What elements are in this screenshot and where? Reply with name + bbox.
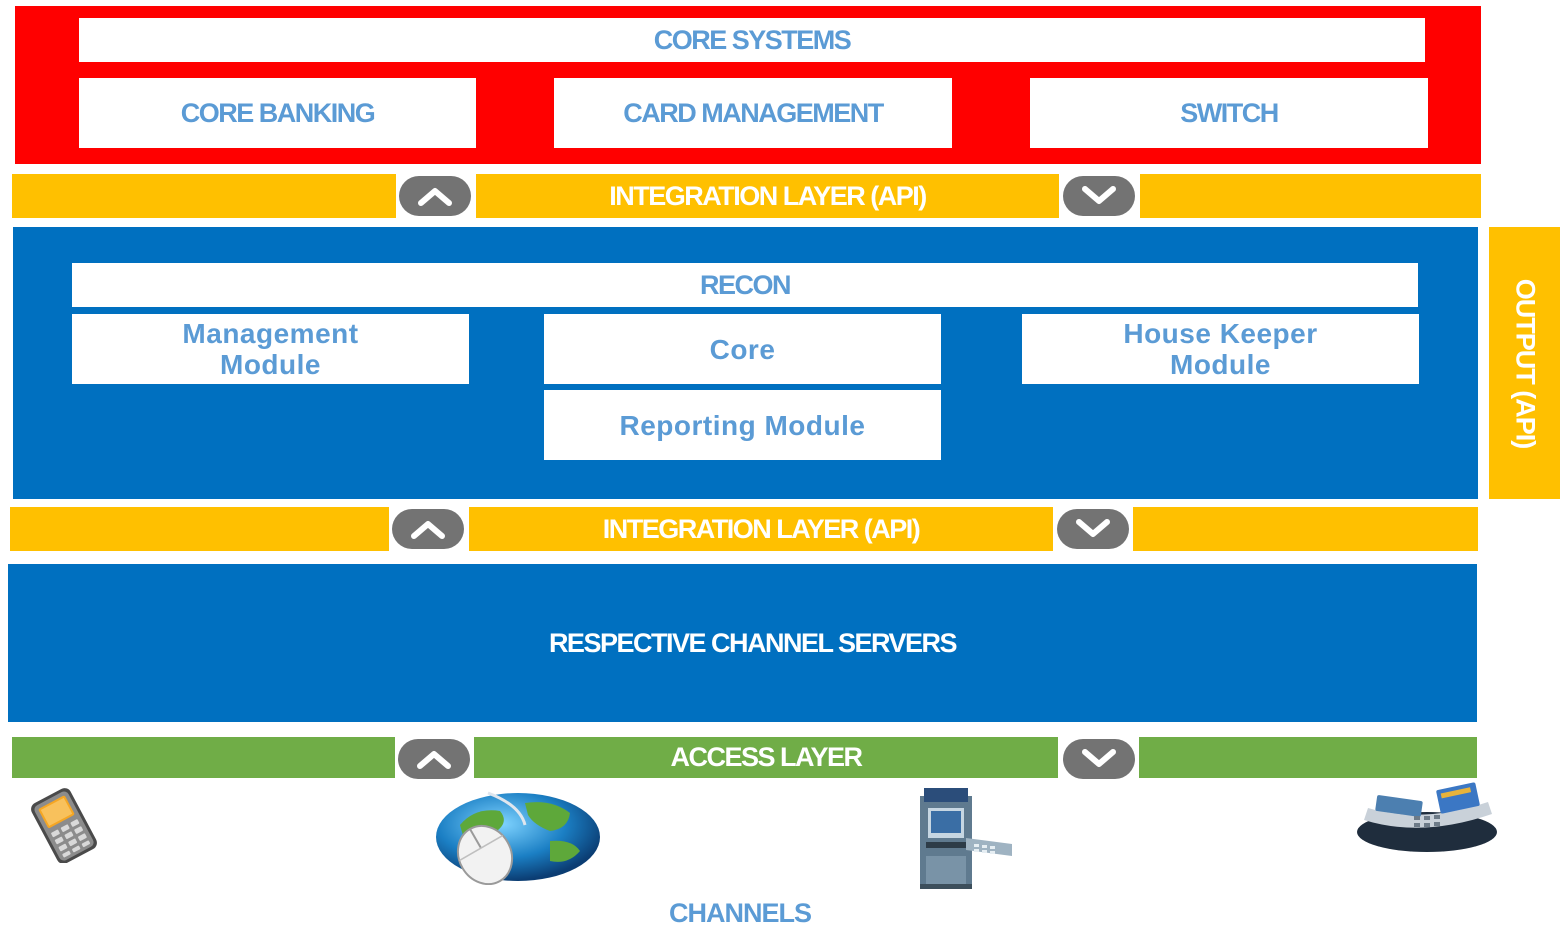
chevron-down-icon: [1063, 739, 1135, 779]
chevron-up-icon: [399, 176, 471, 216]
integration-bottom-left-bar: [10, 507, 389, 551]
core-module-box: Core: [544, 314, 941, 384]
chevron-up-icon: [392, 509, 464, 549]
integration-top-right-bar: [1140, 174, 1481, 218]
mobile-phone-icon: [14, 788, 114, 864]
access-right-bar: [1139, 737, 1477, 778]
internet-globe-mouse-icon: [430, 785, 605, 886]
chevron-down-icon: [1057, 509, 1129, 549]
card-management-label: CARD MANAGEMENT: [623, 97, 884, 128]
chevron-down-icon: [1063, 176, 1135, 216]
management-module-label: Management Module: [182, 318, 359, 380]
integration-top-left-bar: [12, 174, 396, 218]
core-systems-title: CORE SYSTEMS: [79, 18, 1425, 62]
channel-servers-panel: RESPECTIVE CHANNEL SERVERS: [8, 564, 1477, 722]
management-module-box: Management Module: [72, 314, 469, 384]
integration-bottom-right-bar: [1133, 507, 1478, 551]
house-keeper-module-box: House Keeper Module: [1022, 314, 1419, 384]
recon-title: RECON: [72, 263, 1418, 307]
house-keeper-module-label: House Keeper Module: [1123, 318, 1318, 380]
switch-box: SWITCH: [1030, 78, 1428, 148]
chevron-up-icon: [398, 739, 470, 779]
atm-icon: [912, 786, 1022, 891]
access-left-bar: [12, 737, 395, 778]
card-management-box: CARD MANAGEMENT: [554, 78, 952, 148]
access-layer-label: ACCESS LAYER: [474, 737, 1058, 778]
output-api-bar: OUTPUT (API): [1489, 227, 1560, 499]
integration-bottom-label: INTEGRATION LAYER (API): [469, 507, 1053, 551]
output-api-label: OUTPUT (API): [1510, 278, 1540, 448]
core-banking-box: CORE BANKING: [79, 78, 476, 148]
pos-terminal-icon: [1352, 780, 1502, 855]
reporting-module-box: Reporting Module: [544, 390, 941, 460]
integration-top-label: INTEGRATION LAYER (API): [476, 174, 1059, 218]
channels-title: CHANNELS: [668, 898, 812, 928]
